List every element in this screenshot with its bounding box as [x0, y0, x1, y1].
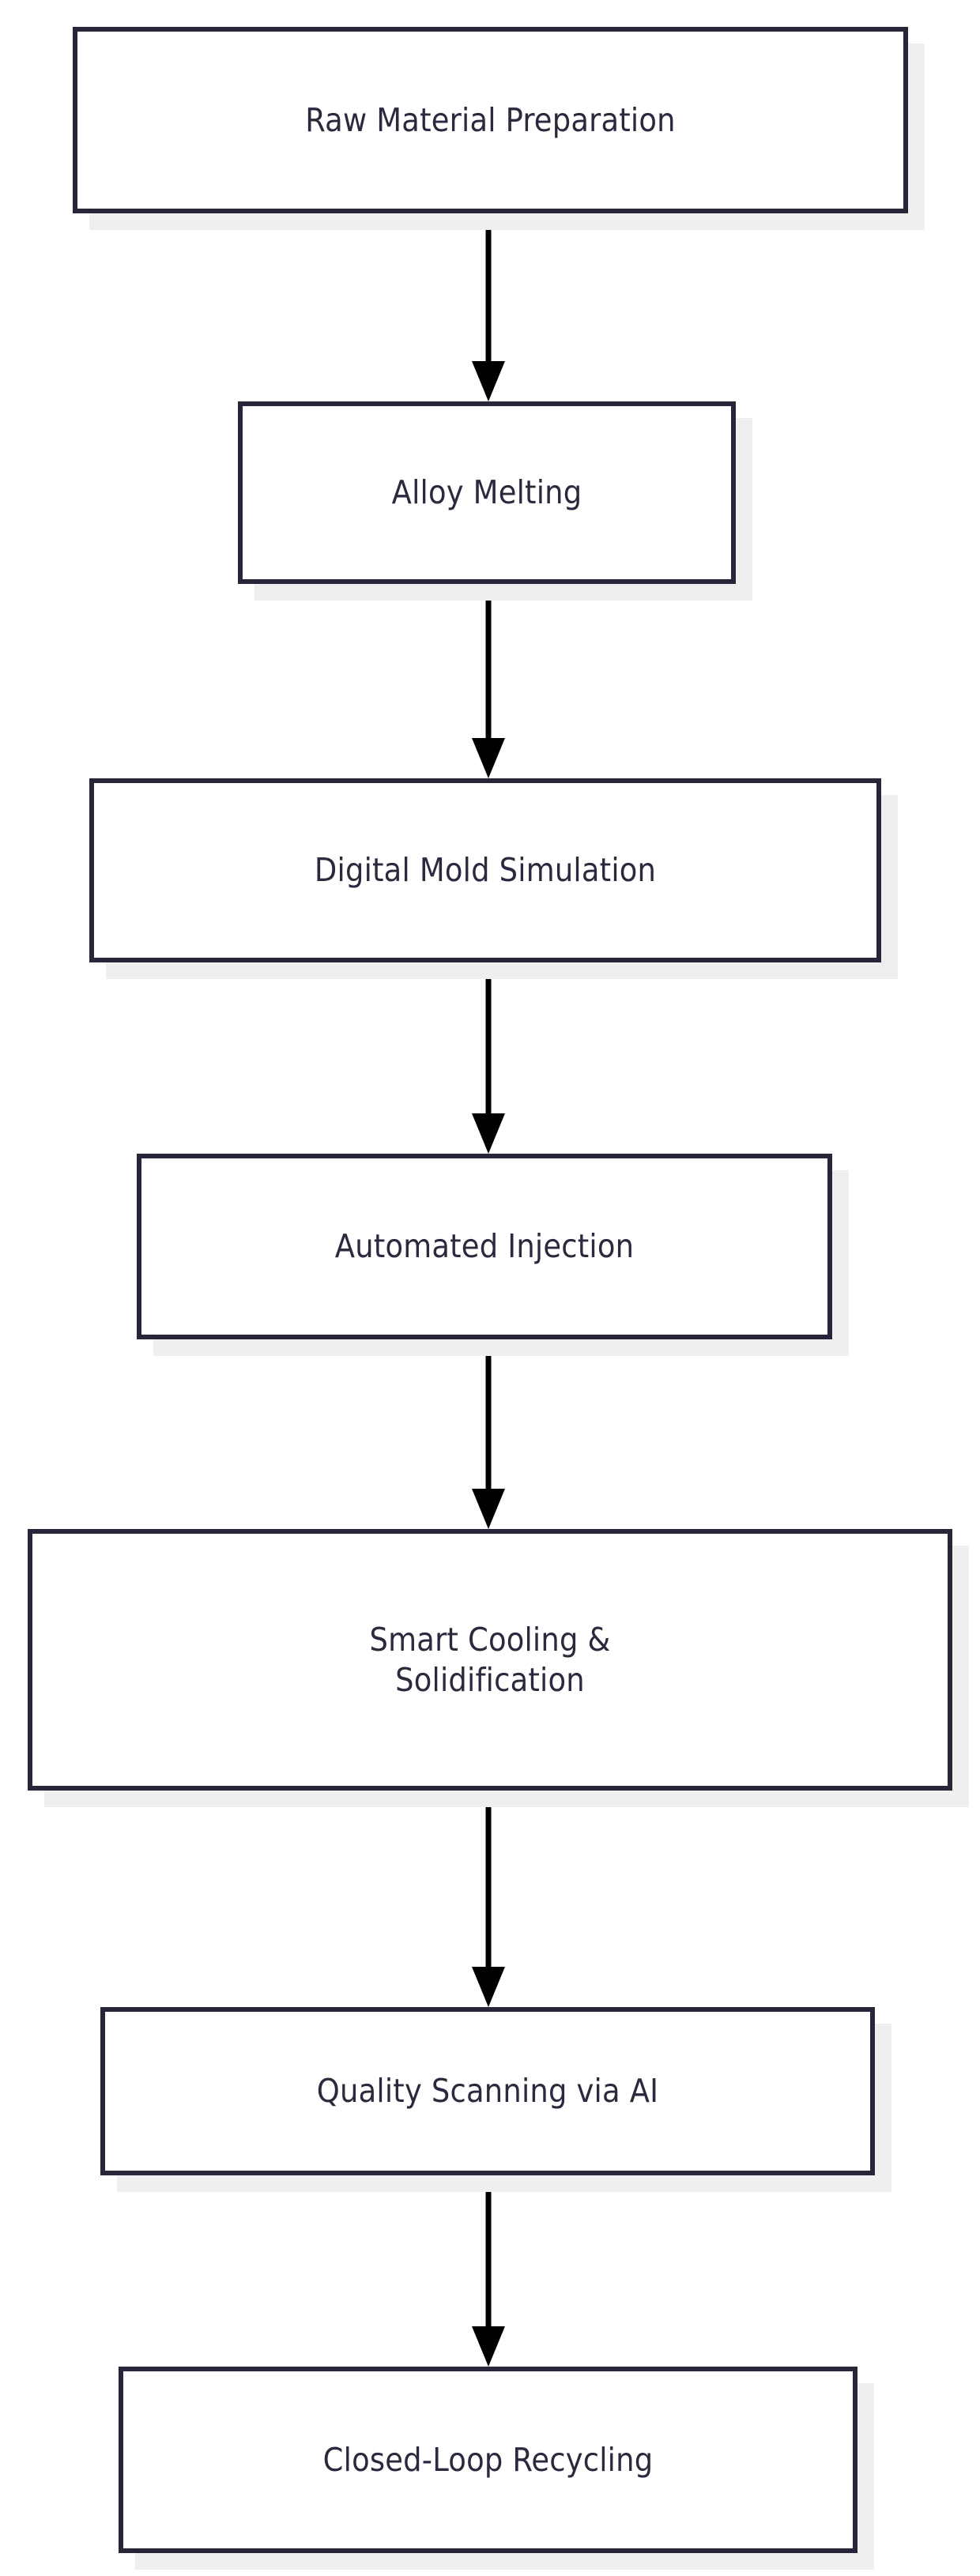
arrowhead-down-icon	[472, 1113, 505, 1154]
node-label: Quality Scanning via AI	[316, 2072, 659, 2111]
node-automated-injection[interactable]: Automated Injection	[137, 1154, 832, 1339]
edge-shaft	[485, 962, 492, 1113]
node-label: Closed-Loop Recycling	[322, 2440, 654, 2479]
node-label: Raw Material Preparation	[305, 100, 676, 139]
arrowhead-down-icon	[472, 1967, 505, 2007]
edge-smart-cooling-to-quality-scanning	[472, 1791, 505, 2007]
arrowhead-down-icon	[472, 361, 505, 401]
edge-shaft	[485, 584, 492, 738]
node-label: Automated Injection	[334, 1227, 635, 1266]
arrowhead-down-icon	[472, 2326, 505, 2367]
edge-raw-material-to-alloy-melting	[472, 213, 505, 401]
edge-automated-injection-to-smart-cooling	[472, 1339, 505, 1529]
edge-shaft	[485, 1339, 492, 1489]
edge-shaft	[485, 2175, 492, 2326]
edge-shaft	[485, 213, 492, 361]
node-label: Smart Cooling & Solidification	[369, 1621, 611, 1699]
node-label: Digital Mold Simulation	[314, 851, 657, 890]
edge-quality-scanning-to-closed-loop	[472, 2175, 505, 2367]
arrowhead-down-icon	[472, 1489, 505, 1529]
arrowhead-down-icon	[472, 738, 505, 778]
node-raw-material-preparation[interactable]: Raw Material Preparation	[73, 27, 908, 213]
edge-digital-mold-to-automated-injection	[472, 962, 505, 1154]
node-quality-scanning-via-ai[interactable]: Quality Scanning via AI	[100, 2007, 875, 2175]
node-label: Alloy Melting	[391, 473, 582, 512]
node-closed-loop-recycling[interactable]: Closed-Loop Recycling	[119, 2367, 858, 2553]
node-smart-cooling-solidification[interactable]: Smart Cooling & Solidification	[28, 1529, 952, 1791]
edge-alloy-melting-to-digital-mold	[472, 584, 505, 778]
node-alloy-melting[interactable]: Alloy Melting	[238, 401, 736, 584]
node-digital-mold-simulation[interactable]: Digital Mold Simulation	[89, 778, 881, 962]
edge-shaft	[485, 1791, 492, 1967]
